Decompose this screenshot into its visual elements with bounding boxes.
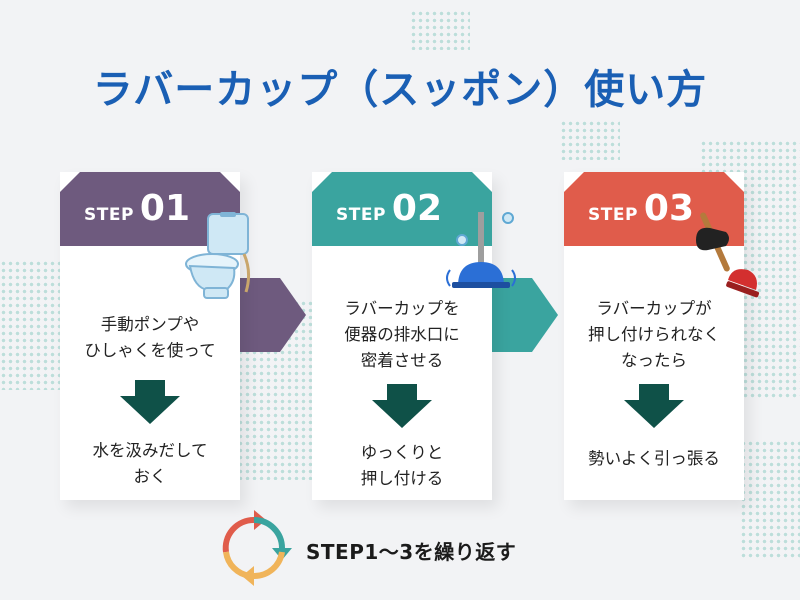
step-number: 02 — [391, 188, 443, 229]
hand-plunger-icon — [696, 212, 760, 298]
background-dot-map — [560, 120, 620, 160]
text-line: ラバーカップを — [344, 299, 460, 318]
background-dot-map — [740, 440, 800, 560]
cycle-arrows-icon — [222, 510, 292, 586]
page-title: ラバーカップ（スッポン）使い方 — [92, 67, 708, 113]
down-arrow-icon — [372, 384, 432, 428]
connector-arrow-2-3 — [492, 278, 558, 352]
step-label-2: STEP 02 — [336, 184, 442, 234]
repeat-instruction: STEP1〜3を繰り返す — [306, 540, 517, 564]
plunger-icon — [446, 212, 516, 288]
text-line: 密着させる — [360, 351, 444, 370]
step-number: 03 — [643, 188, 695, 229]
text-line: おく — [133, 467, 167, 486]
text-line: 水を汲みだして — [92, 441, 208, 460]
down-arrow-icon — [624, 384, 684, 428]
step-card-2: STEP 02 ラバーカップを 便器の排水口に 密着させる ゆっくりと 押し付け… — [312, 172, 516, 500]
text-line: なったら — [621, 351, 687, 370]
step-header-2: STEP 02 — [312, 172, 492, 246]
text-line: 押し付ける — [360, 469, 444, 488]
step-card-3: STEP 03 ラバーカップが 押し付けられなく なったら 勢いよく引っ張る — [564, 172, 760, 500]
step-number: 01 — [139, 188, 191, 229]
down-arrow-icon — [120, 380, 180, 424]
step-3-after-text: 勢いよく引っ張る — [564, 446, 744, 472]
step-word: STEP — [84, 205, 134, 225]
toilet-icon — [185, 212, 251, 299]
step-label-1: STEP 01 — [84, 184, 190, 234]
connector-arrow-1-2 — [240, 278, 306, 352]
text-line: 押し付けられなく — [588, 325, 720, 344]
step-label-3: STEP 03 — [588, 184, 694, 234]
text-line: ひしゃくを使って — [84, 341, 216, 360]
step-2-after-text: ゆっくりと 押し付ける — [312, 440, 492, 492]
text-line: ゆっくりと — [360, 443, 444, 462]
text-line: 手動ポンプや — [100, 315, 200, 334]
step-1-after-text: 水を汲みだして おく — [60, 438, 240, 490]
background-dot-map — [410, 10, 470, 50]
step-card-1: STEP 01 手動ポンプや ひしゃくを使って 水を汲みだして おく — [60, 172, 251, 500]
text-line: ラバーカップが — [596, 299, 712, 318]
step-3-before-text: ラバーカップが 押し付けられなく なったら — [564, 296, 744, 374]
text-line: 勢いよく引っ張る — [588, 449, 720, 468]
step-2-before-text: ラバーカップを 便器の排水口に 密着させる — [312, 296, 492, 374]
step-1-before-text: 手動ポンプや ひしゃくを使って — [60, 312, 240, 364]
step-word: STEP — [336, 205, 386, 225]
text-line: 便器の排水口に — [344, 325, 460, 344]
step-word: STEP — [588, 205, 638, 225]
background-dot-map — [0, 260, 60, 390]
